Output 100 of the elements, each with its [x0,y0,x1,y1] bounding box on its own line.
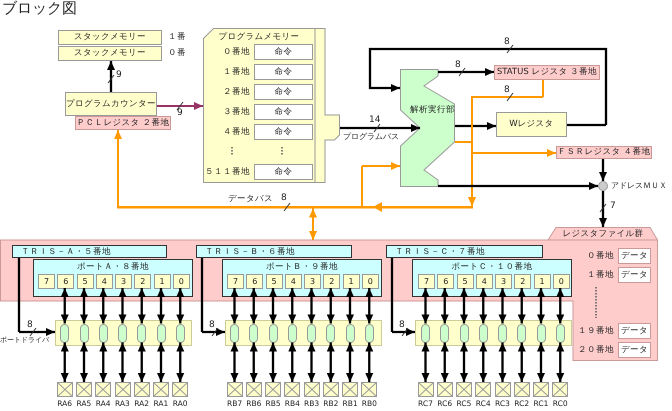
diagram-title: ブロック図 [2,1,77,16]
arrow [598,158,608,182]
arrow [60,341,70,384]
arrow [598,190,608,228]
bit-cell: 2 [134,274,152,289]
pin-pad [304,382,320,397]
arrow [136,341,147,384]
arrow [18,256,56,338]
buffer-symbol [364,324,374,342]
arrow [555,286,566,325]
arrow [497,286,508,325]
arrow [156,341,166,384]
arrow [200,256,226,338]
arrow [175,341,186,384]
bit-cell: 4 [284,274,302,289]
data-box: データ [618,267,651,283]
buffer-symbol [556,324,565,342]
pin-pad [172,382,188,397]
bit-cell: 1 [534,274,550,289]
address-label: ０番地 [587,252,614,260]
arrow [326,341,336,384]
pin-pad [456,382,472,397]
address-label: ４番地 [223,128,250,136]
bus-width-label: 8 [455,61,461,70]
instruction-box: 命令 [254,104,313,120]
bit-cell: 5 [266,274,282,289]
bus-width-label: 9 [116,71,122,80]
multiplexer-dot [598,181,608,191]
arrow [454,120,498,132]
bit-cell: 6 [57,274,74,289]
buffer-symbol [536,324,546,342]
arrow [436,66,496,78]
decoder-block: 解析実行部 [400,69,455,187]
buffer-symbol [118,324,127,342]
buffer-symbol [249,324,258,342]
panel-title: ポートＣ・１０番地 [450,263,534,272]
bit-cell: 7 [418,274,435,289]
buffer-symbol [288,324,297,342]
arrow [175,286,186,325]
bus-name-label: プログラムバス [343,133,399,141]
memory-panel [203,28,340,183]
pin-pad [265,382,281,397]
bus-width-label: 8 [504,86,510,95]
arrow [364,341,374,384]
counter-box: プログラムカウンター [65,92,157,116]
arrow [268,286,278,325]
buffer-symbol [498,324,507,342]
arrow [436,180,600,192]
register-box: Wレジスタ [496,112,567,137]
data-box: データ [618,248,651,264]
arrow [467,148,557,207]
bus-width-label: 8 [209,321,215,330]
driver-bar [55,320,192,346]
register-box: ＰＣＬレジスタ ２番地 [75,116,171,130]
bit-cell: 4 [476,274,493,289]
arrow [113,129,123,207]
buffer-symbol [460,324,468,342]
arrow [344,286,356,325]
bit-cell: 4 [96,274,113,289]
bus-width-label: 8 [27,321,33,330]
arrow [229,286,240,325]
instruction-box: 命令 [254,84,313,100]
arrow [326,286,336,325]
pin-pad [114,382,130,397]
arrow [361,161,401,207]
panel-title: レジスタファイル群 [562,230,644,238]
buffer-symbol [230,324,239,342]
address-label: ２番地 [223,88,250,96]
address-label: ０番地 [223,48,250,56]
bus-width-label: 8 [504,38,510,47]
arrow [78,286,90,325]
instruction-box: 命令 [254,64,313,80]
bit-cell: 2 [514,274,532,289]
arrow [516,341,527,384]
pin-pad [361,382,378,397]
buffer-symbol [176,324,185,342]
bit-cell: 5 [456,274,474,289]
arrow [420,286,431,325]
buffer-symbol [346,324,354,342]
arrow [268,341,278,384]
pin-pad [134,382,150,397]
buffer-symbol [478,324,488,342]
arrow [458,341,470,384]
pin-pad [418,382,434,397]
pin-pad [494,382,510,397]
bus-name-label: データバス [228,195,273,204]
pin-pad [533,382,549,397]
pin-pad [76,382,92,397]
address-label: ５１１番地 [205,168,250,176]
arrow [60,286,70,325]
pin-pad [246,382,262,397]
buffer-symbol [307,324,316,342]
arrow [478,341,488,384]
arrow [98,286,108,325]
driver-bar [225,320,382,346]
bit-cell: 7 [227,274,244,289]
buffer-symbol [98,324,108,342]
stack-level-label: １番 [168,33,186,42]
pin-pad [56,382,73,397]
data-box: データ [618,323,651,339]
